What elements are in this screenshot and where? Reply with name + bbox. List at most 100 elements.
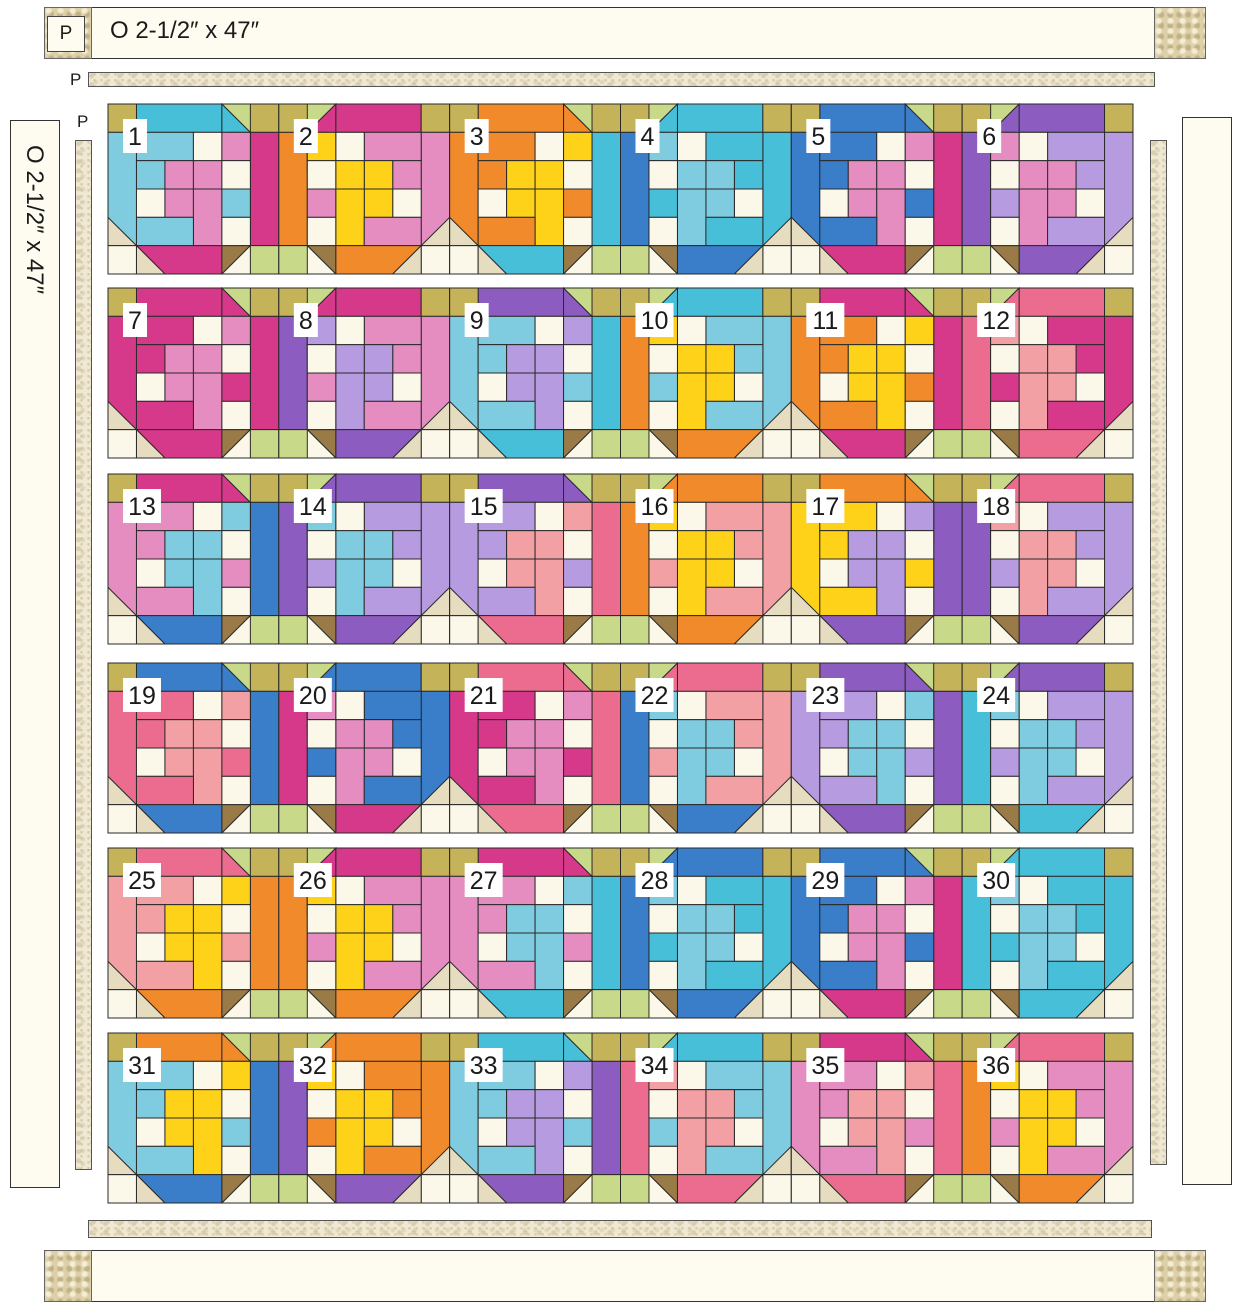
inner-white (193, 876, 221, 904)
inner-patch (1019, 905, 1047, 933)
corner-square (1105, 1033, 1133, 1061)
wing-band (592, 876, 620, 989)
top-band (336, 288, 421, 316)
inner-patch (393, 161, 421, 189)
inner-white (991, 905, 1019, 933)
inner-patch (364, 720, 392, 748)
inner-white (393, 373, 421, 401)
inner-patch (706, 161, 734, 189)
inner-white (877, 502, 905, 530)
inner-white (393, 748, 421, 776)
block-number: 22 (641, 682, 669, 710)
inner-patch (564, 559, 592, 587)
inner-white (535, 502, 563, 530)
inner-patch (222, 1061, 250, 1089)
inner-patch (364, 1061, 421, 1089)
corner-white (791, 246, 819, 274)
inner-patch (478, 217, 535, 245)
inner-white (905, 720, 933, 748)
inner-white (393, 189, 421, 217)
inner-patch (734, 1090, 762, 1118)
inner-patch (1076, 161, 1104, 189)
block-number: 23 (811, 682, 839, 710)
inner-patch (677, 559, 705, 616)
inner-white (136, 1118, 164, 1146)
inner-patch (507, 559, 535, 587)
inner-patch (165, 373, 193, 401)
inner-patch (165, 1090, 193, 1118)
inner-white (478, 748, 506, 776)
inner-white (649, 961, 677, 989)
inner-white (307, 217, 335, 245)
inner-patch (877, 373, 905, 430)
block-number: 35 (811, 1052, 839, 1080)
inner-patch (535, 189, 563, 246)
inner-patch (820, 1146, 877, 1174)
inner-patch (1048, 748, 1076, 776)
inner-white (905, 961, 933, 989)
inner-white (677, 132, 705, 160)
inner-patch (677, 1090, 705, 1118)
inner-white (991, 531, 1019, 559)
inner-white (820, 559, 848, 587)
inner-white (336, 876, 364, 904)
inner-white (307, 531, 335, 559)
inner-white (336, 1061, 364, 1089)
inner-patch (1019, 1090, 1047, 1118)
inner-white (307, 905, 335, 933)
inner-patch (535, 720, 563, 748)
inner-white (564, 161, 592, 189)
inner-patch (1076, 531, 1104, 559)
inner-patch (478, 905, 506, 933)
inner-patch (1076, 345, 1104, 373)
inner-patch (848, 161, 876, 189)
inner-white (905, 345, 933, 373)
inner-patch (136, 587, 193, 615)
inner-patch (222, 316, 250, 344)
wing-band (592, 691, 620, 804)
inner-patch (165, 559, 193, 587)
inner-patch (677, 189, 705, 246)
block-number: 34 (641, 1052, 669, 1080)
corner-square (250, 288, 278, 316)
inner-patch (478, 531, 506, 559)
inner-patch (507, 720, 535, 748)
corner-square (1105, 474, 1133, 502)
inner-white (1076, 559, 1104, 587)
corner-square (592, 848, 620, 876)
inner-patch (905, 691, 933, 719)
inner-patch (364, 905, 392, 933)
inner-white (336, 316, 364, 344)
inner-white (393, 1118, 421, 1146)
block-number: 3 (470, 123, 484, 151)
inner-patch (706, 933, 734, 961)
inner-patch (991, 748, 1019, 776)
inner-white (564, 217, 592, 245)
corner-square (1105, 288, 1133, 316)
inner-patch (1048, 316, 1105, 344)
inner-white (1019, 876, 1047, 904)
inner-patch (1048, 776, 1105, 804)
inner-patch (820, 961, 877, 989)
inner-patch (564, 933, 592, 961)
block-number: 12 (982, 307, 1010, 335)
inner-patch (165, 933, 193, 961)
block-number: 33 (470, 1052, 498, 1080)
top-band (336, 474, 421, 502)
inner-white (734, 189, 762, 217)
inner-patch (1048, 189, 1076, 217)
inner-white (877, 1061, 905, 1089)
inner-white (478, 1118, 506, 1146)
wing-band (250, 132, 278, 245)
inner-patch (507, 161, 535, 189)
inner-patch (1076, 1090, 1104, 1118)
inner-white (336, 132, 364, 160)
inner-patch (136, 961, 193, 989)
inner-patch (165, 345, 193, 373)
inner-patch (1048, 161, 1076, 189)
inner-patch (307, 373, 335, 401)
inner-white (193, 502, 221, 530)
inner-patch (905, 1061, 933, 1089)
top-band (677, 1033, 762, 1061)
